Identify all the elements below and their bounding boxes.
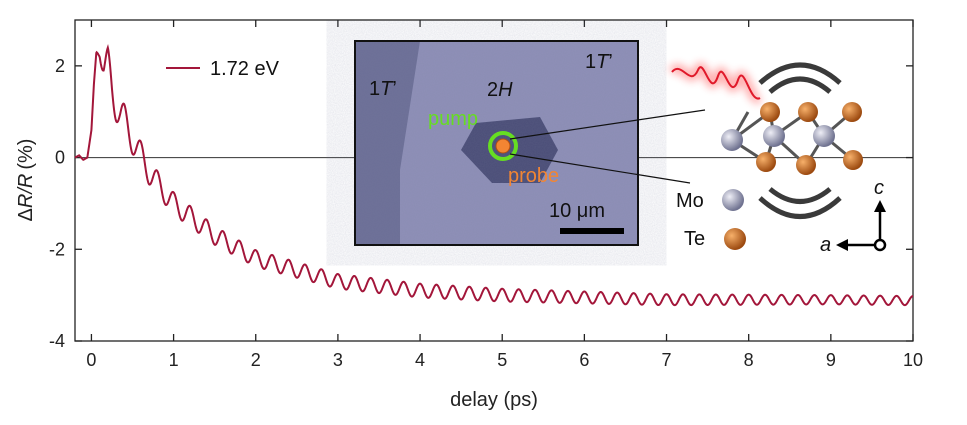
y-tick-label: -2 [49,239,65,259]
y-tick-label: 0 [55,148,65,168]
x-axis-title: delay (ps) [450,389,538,411]
a-axis-head [836,239,848,251]
x-tick-label: 3 [333,350,343,370]
series-line-1.72ev [74,43,914,307]
x-tick-label: 1 [169,350,179,370]
probe-spot [495,138,511,154]
y-axis-unit: (%) [15,139,37,170]
phase-label-right: 1T’ [585,51,613,73]
y-axis-var: R/R [15,174,37,208]
callout-line-upper [509,109,706,140]
te-atom [760,102,780,122]
vibration-arc-top-inner [768,76,832,94]
scalebar-label: 10 μm [549,200,605,222]
x-tick-label: 7 [662,350,672,370]
te-atom [842,102,862,122]
te-atom [756,152,776,172]
mo-atom [763,125,785,147]
inset-border [354,40,639,246]
mo-atom [721,129,743,151]
svg-text:ΔR/R(%): ΔR/R (%) [15,139,37,222]
legend: 1.72 eV [166,58,280,80]
callout-line-lower [509,153,691,184]
c-axis-label: c [874,177,884,199]
te-legend-label: Te [684,228,705,250]
x-tick-label: 4 [415,350,425,370]
vibration-arc-bottom-inner [768,187,832,204]
x-tick-label: 6 [579,350,589,370]
pump-label: pump [428,108,478,130]
c-axis-head [874,200,886,212]
te-atom [796,155,816,175]
te-legend-marker [724,228,746,250]
phase-label-center: 2H [487,79,513,101]
te-atom [798,102,818,122]
y-tick-label: -4 [49,331,65,351]
y-axis-title: ΔR/R (%) [15,139,37,222]
x-tick-label: 5 [497,350,507,370]
scalebar [560,228,624,234]
y-tick-label: 2 [55,56,65,76]
phase-label-left: 1T’ [369,78,397,100]
mo-legend-label: Mo [676,190,704,212]
x-tick-label: 8 [744,350,754,370]
vibration-arc-top-outer [758,62,842,85]
atom-legend: Mo Te [676,189,746,250]
x-ticks: 0 1 2 3 4 5 6 7 8 9 10 [86,20,923,370]
inset-micrograph: 1T’ 1T’ 2H pump probe 10 μm [354,40,639,246]
vibration-arc-bottom-outer [758,196,842,219]
x-tick-label: 9 [826,350,836,370]
b-axis-origin [873,238,887,252]
a-axis-label: a [820,234,831,256]
x-tick-label: 2 [251,350,261,370]
y-ticks: 2 0 -2 -4 [49,56,913,351]
pump-spot [488,131,518,161]
bonds [730,110,854,167]
crystal-axes: c a [820,177,887,256]
plot-frame [74,19,914,342]
mo-atom [813,125,835,147]
crystal-schematic [668,62,863,219]
pulse-wave [671,66,761,100]
mo-legend-marker [722,189,744,211]
x-tick-label: 10 [903,350,923,370]
x-tick-label: 0 [86,350,96,370]
y-axis-delta: Δ [15,208,37,221]
legend-label: 1.72 eV [210,58,280,80]
te-atom [843,150,863,170]
probe-label: probe [508,165,559,187]
